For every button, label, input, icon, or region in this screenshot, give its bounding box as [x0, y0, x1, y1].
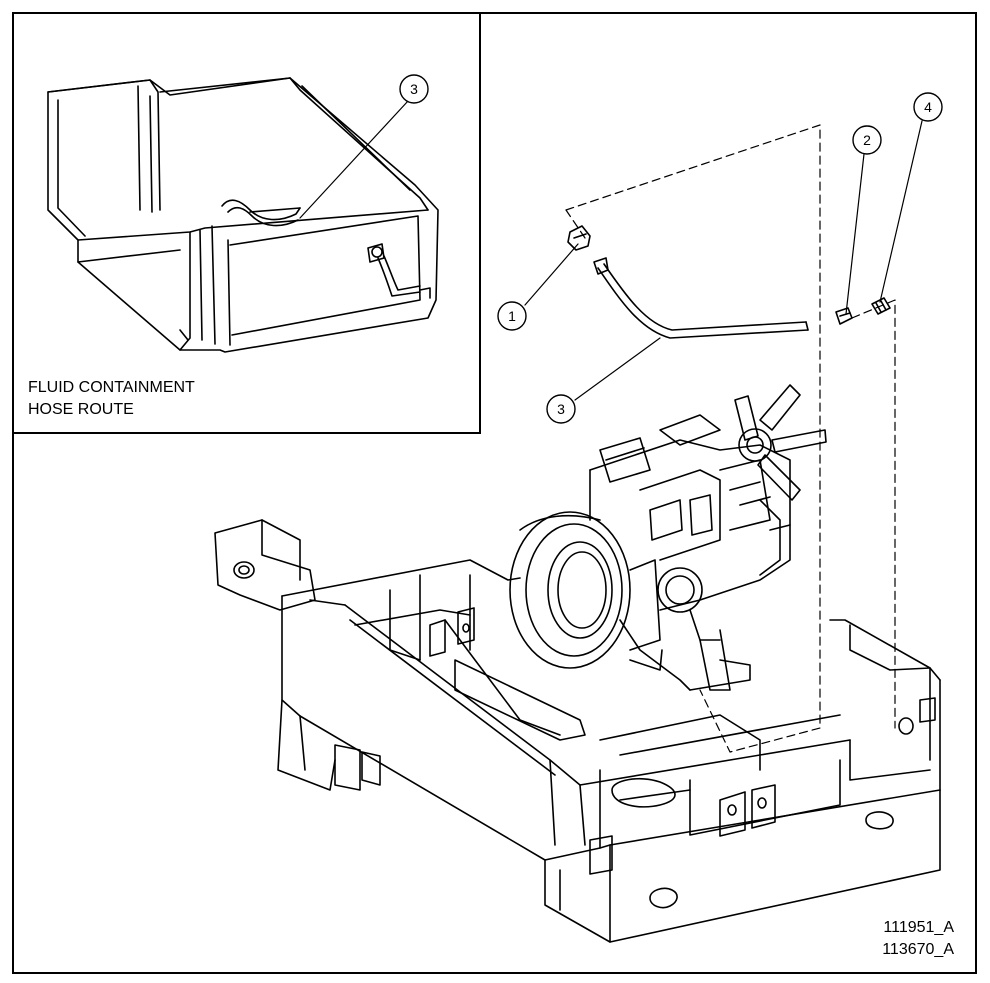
callout-circle-4: [913, 92, 943, 122]
inset-caption: FLUID CONTAINMENT HOSE ROUTE: [28, 377, 195, 421]
inset-frame: [12, 12, 481, 434]
inset-caption-line-1: FLUID CONTAINMENT: [28, 379, 195, 396]
callout-circle-2: [852, 125, 882, 155]
engine-drawing: [509, 384, 827, 691]
callout-label-3: 3: [557, 401, 565, 417]
callout-label-2: 2: [863, 132, 871, 148]
document-numbers: 111951_A 113670_A: [882, 917, 954, 961]
callout-circle-1: [497, 301, 527, 331]
outer-frame: [12, 12, 977, 974]
document-number-1: 111951_A: [883, 919, 954, 936]
containment-tray-drawing: [47, 77, 439, 353]
inset-caption-line-2: HOSE ROUTE: [28, 401, 134, 418]
hose-assembly: [567, 225, 891, 339]
callout-circle-3: [546, 394, 576, 424]
document-number-2: 113670_A: [882, 941, 954, 958]
callout-label-4: 4: [924, 99, 932, 115]
chassis-frame-drawing: [214, 519, 941, 943]
callout-circle-inset-3: [399, 74, 429, 104]
callout-label-1: 1: [508, 308, 516, 324]
callout-leaders: [524, 120, 923, 401]
callout-label-inset-3: 3: [410, 81, 418, 97]
callout-circles: [399, 74, 943, 424]
routing-guide-lines: [565, 124, 896, 753]
